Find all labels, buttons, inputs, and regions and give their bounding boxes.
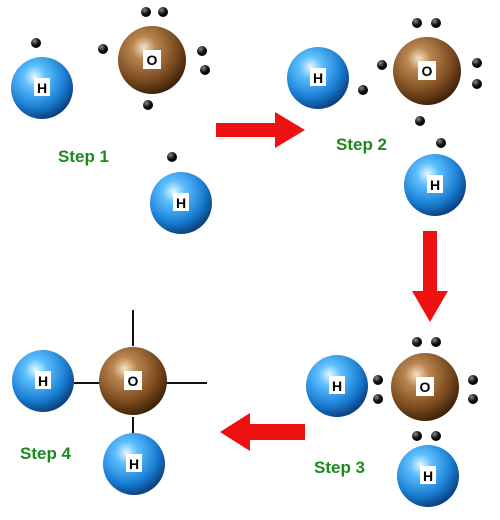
arrow-right-icon: [216, 112, 305, 148]
step-1-group: H O H Step 1: [11, 7, 212, 234]
atom-symbol: O: [420, 379, 431, 395]
step-label: Step 3: [314, 458, 365, 477]
atom-symbol: O: [422, 63, 433, 79]
electron: [167, 152, 177, 162]
electron: [158, 7, 168, 17]
atom-symbol: H: [430, 177, 440, 193]
step-3-group: H O H Step 3: [306, 337, 478, 507]
electron: [143, 100, 153, 110]
hydrogen-atom: H: [397, 445, 459, 507]
atom-symbol: O: [128, 373, 139, 389]
arrow-left-icon: [220, 413, 305, 451]
electron: [31, 38, 41, 48]
step-2-group: H O H Step 2: [287, 18, 482, 216]
electron: [377, 60, 387, 70]
oxygen-atom: O: [118, 26, 186, 94]
electron: [98, 44, 108, 54]
electron: [373, 394, 383, 404]
electron: [412, 18, 422, 28]
atom-symbol: H: [38, 373, 48, 389]
electron: [197, 46, 207, 56]
electron: [472, 58, 482, 68]
hydrogen-atom: H: [150, 172, 212, 234]
atom-symbol: H: [423, 468, 433, 484]
hydrogen-atom: H: [287, 47, 349, 109]
step-label: Step 4: [20, 444, 72, 463]
atom-symbol: H: [313, 70, 323, 86]
electron: [431, 337, 441, 347]
step-label: Step 1: [58, 147, 109, 166]
electron: [373, 375, 383, 385]
electron: [200, 65, 210, 75]
electron: [431, 431, 441, 441]
electron: [468, 375, 478, 385]
oxygen-atom: O: [393, 37, 461, 105]
atom-symbol: O: [147, 52, 158, 68]
step-label: Step 2: [336, 135, 387, 154]
atom-symbol: H: [129, 456, 139, 472]
electron: [358, 85, 368, 95]
electron: [412, 337, 422, 347]
atom-symbol: H: [332, 378, 342, 394]
hydrogen-atom: H: [404, 154, 466, 216]
step-4-group: H O H Step 4: [12, 310, 207, 495]
electron: [431, 18, 441, 28]
hydrogen-atom: H: [103, 433, 165, 495]
hydrogen-atom: H: [11, 57, 73, 119]
electron: [436, 138, 446, 148]
atom-symbol: H: [37, 80, 47, 96]
arrow-down-icon: [412, 231, 448, 322]
electron: [415, 116, 425, 126]
hydrogen-atom: H: [306, 355, 368, 417]
electron: [468, 394, 478, 404]
electron: [412, 431, 422, 441]
oxygen-atom: O: [391, 353, 459, 421]
oxygen-atom: O: [99, 347, 167, 415]
electron: [141, 7, 151, 17]
electron: [472, 79, 482, 89]
hydrogen-atom: H: [12, 350, 74, 412]
atom-symbol: H: [176, 195, 186, 211]
